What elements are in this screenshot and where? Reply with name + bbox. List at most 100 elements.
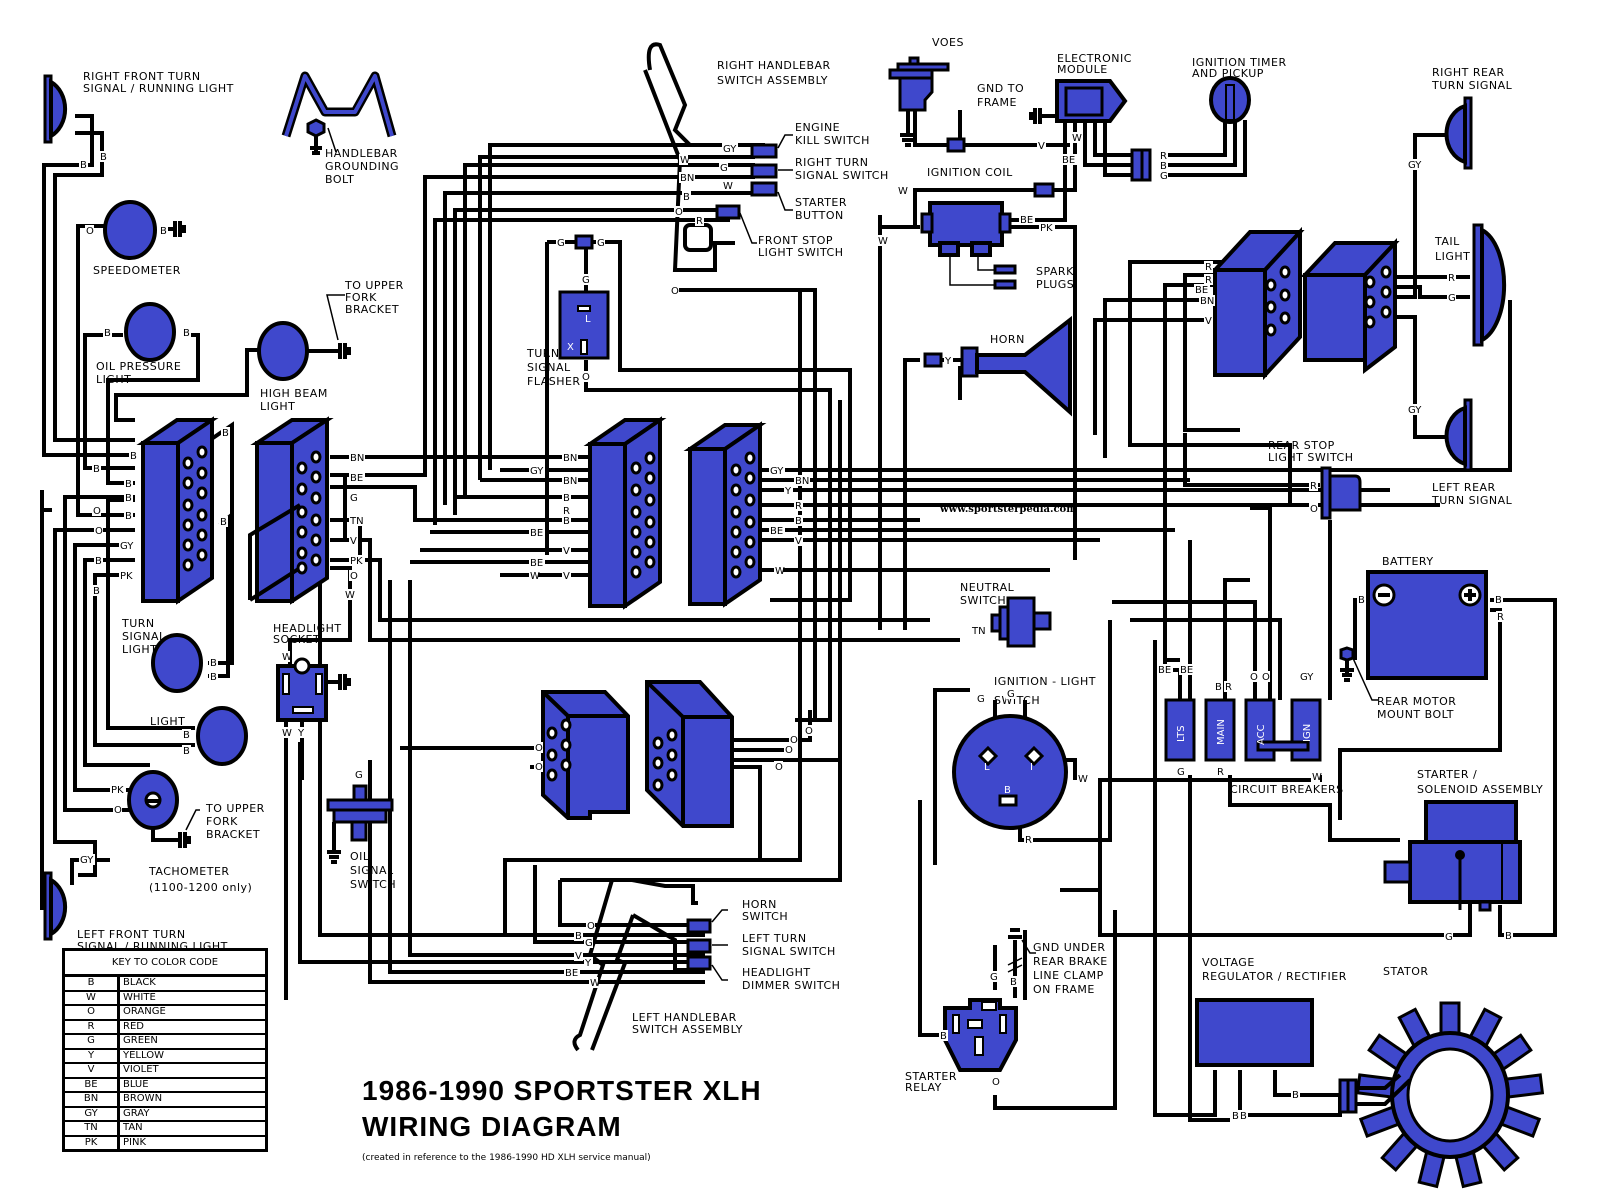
- wire-label-text: W: [345, 590, 355, 601]
- connector-pin: [630, 565, 642, 579]
- wire-label-text: BN: [350, 453, 364, 464]
- turn-signal-light-label-line: LIGHT: [122, 643, 157, 656]
- wire-label-text: R: [1160, 151, 1167, 162]
- color-code: PK: [65, 1136, 120, 1149]
- wire-label-text: W: [878, 236, 888, 247]
- wire-label-bg: [129, 450, 138, 461]
- connector-pin: [630, 461, 642, 475]
- wire-label-bg: [769, 525, 785, 536]
- color-name: BROWN: [123, 1093, 163, 1104]
- wire-label: BE: [1179, 664, 1195, 676]
- wire-label-bg: [1204, 315, 1213, 326]
- connector-pin: [744, 451, 756, 465]
- wire-label-bg: [1494, 594, 1503, 605]
- wire-label-bg: [789, 734, 798, 745]
- wire-label-bg: [682, 191, 691, 202]
- wire-label: B: [1504, 930, 1513, 942]
- wire-label: PK: [110, 784, 126, 796]
- wire-label-text: R: [1310, 481, 1317, 492]
- left-handlebar-label-line: LEFT HANDLEBAR: [632, 1011, 737, 1024]
- wire-label: V: [562, 545, 571, 557]
- wire-label-text: O: [535, 762, 543, 773]
- wire-label: B: [99, 151, 108, 163]
- wire-label-bg: [1357, 594, 1366, 605]
- wire-label-text: W: [590, 978, 600, 989]
- wire-label-bg: [124, 510, 133, 521]
- website-url[interactable]: www.sportsterpedia.com: [939, 504, 1077, 515]
- gnd-brake-label-line: REAR BRAKE: [1033, 955, 1108, 968]
- wire-label: GY: [1299, 671, 1315, 683]
- wire-label: BE: [564, 967, 580, 979]
- circuit-breakers: [1164, 698, 1322, 762]
- wire-label-bg: [1024, 834, 1033, 845]
- wire-label-bg: [209, 657, 218, 668]
- wire-label: BE: [769, 525, 785, 537]
- right-rear-turn-label-line: RIGHT REAR: [1432, 66, 1505, 79]
- wire-label-bg: [695, 215, 704, 226]
- wire-label-text: G: [990, 972, 998, 983]
- right-front-turn-label-line: SIGNAL / RUNNING LIGHT: [83, 82, 234, 95]
- wire-label: O: [674, 206, 683, 218]
- wire-label: O: [113, 804, 122, 816]
- wire-label-text: Y: [584, 958, 592, 969]
- breaker-lts: LTS: [1176, 725, 1187, 742]
- wire-label: BN: [562, 452, 578, 464]
- wire-label: B: [92, 463, 101, 475]
- wire-label-bg: [1444, 931, 1453, 942]
- connector-pin: [296, 505, 308, 519]
- wire-label: G: [1176, 766, 1185, 778]
- wire-label-text: O: [1250, 672, 1258, 683]
- connector-pin: [744, 555, 756, 569]
- flasher-terminal-x: X: [567, 342, 574, 353]
- color-name: TAN: [123, 1122, 143, 1133]
- wire-label-text: O: [805, 726, 813, 737]
- wire-label: Y: [297, 727, 306, 739]
- wire-label-bg: [719, 162, 728, 173]
- breaker-acc: ACC: [1256, 724, 1267, 745]
- connector-pin: [630, 483, 642, 497]
- wire-label: O: [534, 742, 543, 754]
- turn-signal-light-icon: [151, 633, 203, 693]
- wire-label: V: [1204, 315, 1213, 327]
- connector-pin: [196, 445, 208, 459]
- connector-pin: [196, 466, 208, 480]
- wire-label-text: B: [183, 746, 190, 757]
- wire-label-text: Y: [784, 486, 792, 497]
- wire-label: BN: [1199, 295, 1215, 307]
- starter-relay: [943, 998, 1018, 1072]
- wire-label-text: W: [530, 571, 540, 582]
- starter-solenoid-label-line: STARTER /: [1417, 768, 1477, 781]
- wire-label-text: Y: [297, 728, 305, 739]
- wire-label-bg: [354, 769, 363, 780]
- wire-label-bg: [349, 515, 365, 526]
- connector-pin: [1364, 275, 1376, 289]
- wire-label-bg: [221, 427, 230, 438]
- wire-label-bg: [1291, 1089, 1300, 1100]
- color-code: BN: [65, 1093, 120, 1106]
- wire-label: B: [79, 159, 88, 171]
- spark-plugs-label-line: SPARK: [1036, 265, 1074, 278]
- wire-label: B: [221, 427, 230, 439]
- voltage-regulator: [1195, 998, 1314, 1067]
- wire-label-bg: [769, 465, 785, 476]
- wire-label-text: V: [795, 536, 802, 547]
- wire-label-text: O: [1262, 672, 1270, 683]
- wire-label-text: B: [683, 192, 690, 203]
- oil-signal-switch-label-line: OIL: [350, 850, 370, 863]
- wire-label-text: BE: [530, 528, 543, 539]
- oil-signal-switch-label-line: SWITCH: [350, 878, 396, 891]
- color-code: V: [65, 1064, 120, 1077]
- wire-label: G: [581, 274, 590, 286]
- connector-pin: [730, 463, 742, 477]
- tachometer-label-line: TACHOMETER: [148, 865, 230, 878]
- left-front-turn-signal: [43, 871, 68, 941]
- wire-label-text: G: [355, 770, 363, 781]
- wire-label-text: B: [210, 658, 217, 669]
- wire-label-text: B: [160, 226, 167, 237]
- wire-label-bg: [1204, 274, 1213, 285]
- wire-label: R: [794, 500, 803, 512]
- starter-solenoid: [1383, 800, 1522, 912]
- wire-label-text: B: [80, 160, 87, 171]
